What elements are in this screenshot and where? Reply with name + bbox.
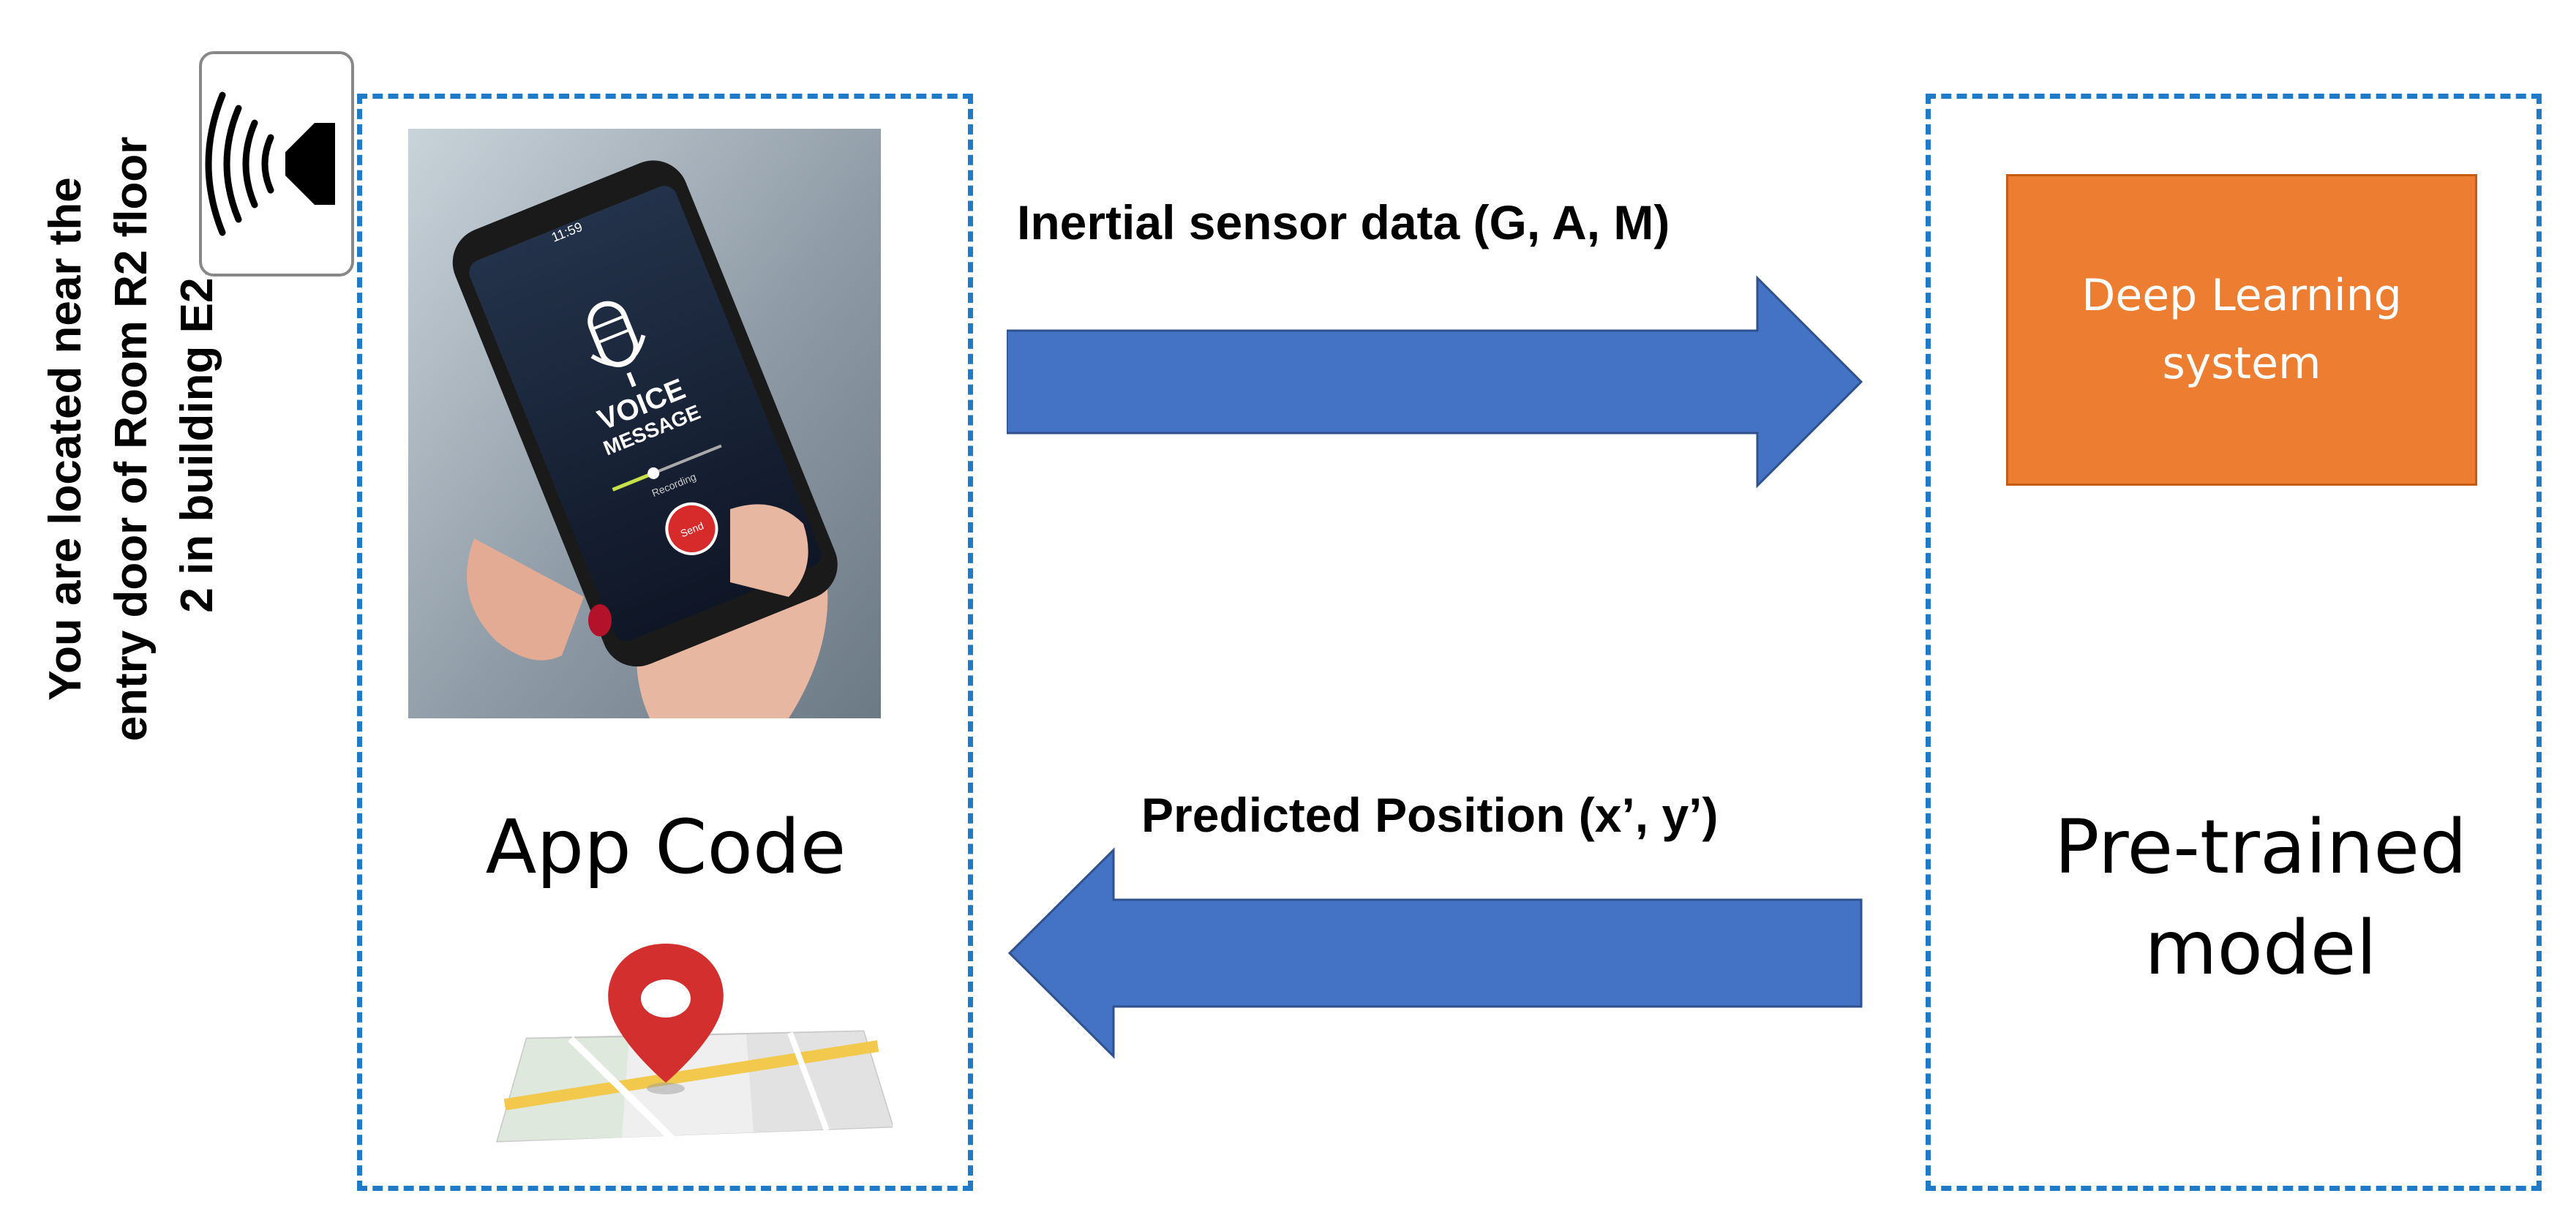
- voice-message-phone-image: 11:59 VOICE MESSAGE Recording Send: [408, 129, 881, 718]
- dl-box-line-2: system: [2162, 338, 2321, 389]
- sensor-data-arrow: [1005, 275, 1864, 489]
- app-code-label: App Code: [485, 804, 846, 891]
- map-pin-icon: [483, 929, 895, 1148]
- announcement-line-1: You are located near the: [40, 177, 91, 701]
- announcement-line-2: entry door of Room R2 floor: [106, 136, 157, 742]
- app-code-container: [357, 94, 973, 1191]
- predicted-position-label: Predicted Position (x’, y’): [1141, 788, 1719, 842]
- pretrained-label-line-2: model: [2144, 904, 2377, 992]
- deep-learning-system-box: Deep Learning system: [2006, 174, 2477, 486]
- predicted-position-arrow: [1007, 847, 1864, 1059]
- speaker-icon: [198, 50, 356, 278]
- dl-box-line-1: Deep Learning: [2081, 270, 2402, 321]
- pretrained-model-container: [1926, 94, 2542, 1191]
- pretrained-label-line-1: Pre-trained: [2054, 804, 2467, 891]
- pretrained-model-label: Pre-trained model: [1961, 797, 2561, 999]
- sensor-data-label: Inertial sensor data (G, A, M): [1017, 195, 1670, 249]
